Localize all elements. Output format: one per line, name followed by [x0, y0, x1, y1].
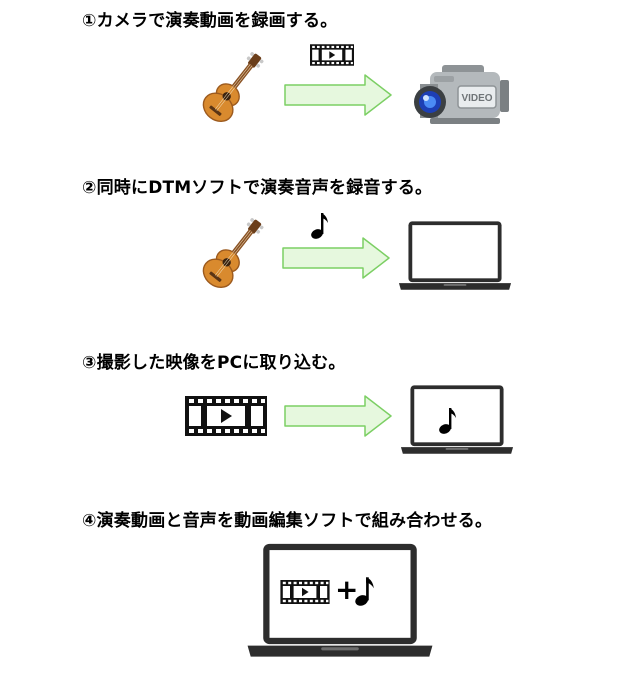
music-note-icon — [354, 574, 376, 607]
guitar-icon — [196, 44, 270, 128]
arrow-icon — [281, 236, 391, 280]
film-icon — [310, 44, 354, 66]
step-2-title: ②同時にDTMソフトで演奏音声を録音する。 — [82, 178, 433, 198]
plus-sign: + — [335, 573, 359, 606]
video-camera-icon — [412, 62, 512, 132]
music-note-icon — [438, 405, 458, 435]
guitar-icon — [196, 210, 270, 294]
laptop-icon — [398, 220, 512, 292]
arrow-icon — [283, 394, 393, 438]
step-1-title: ①カメラで演奏動画を録画する。 — [82, 11, 338, 31]
film-icon — [280, 580, 330, 604]
step-4-title: ④演奏動画と音声を動画編集ソフトで組み合わせる。 — [82, 511, 493, 531]
step-3-title: ③撮影した映像をPCに取り込む。 — [82, 353, 346, 373]
arrow-icon — [283, 73, 393, 117]
film-icon — [185, 396, 267, 436]
